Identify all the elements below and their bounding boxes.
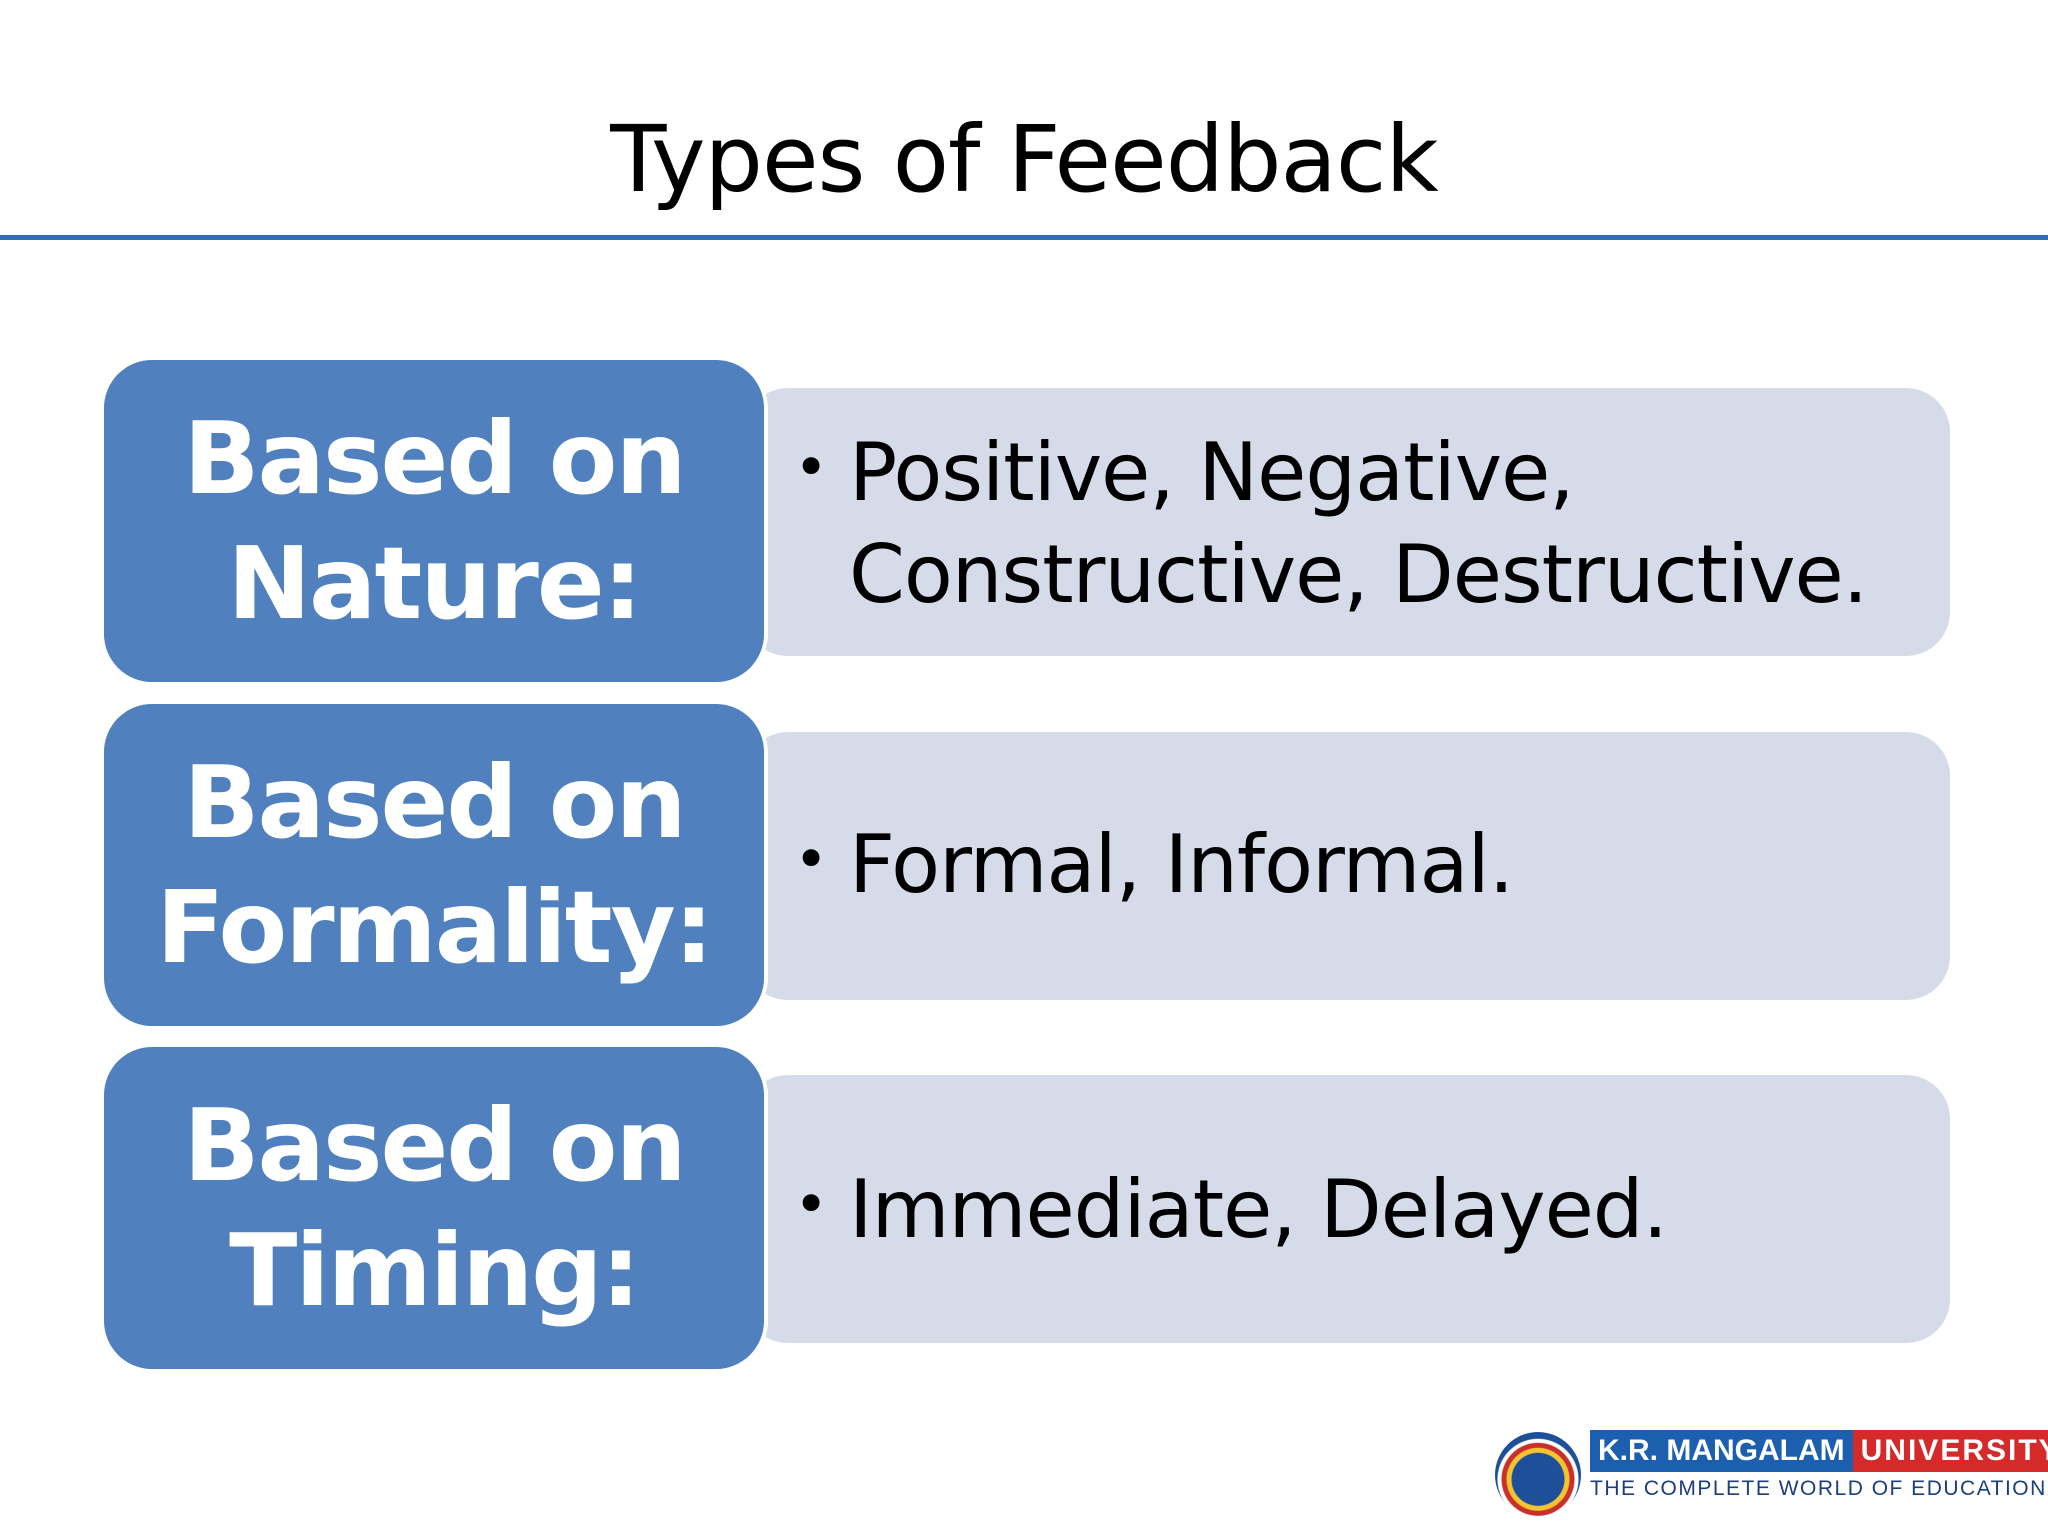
category-label-line2: Formality: (156, 869, 714, 986)
bullet-text: Formal, Informal. (849, 818, 1514, 911)
category-label: Based on Nature: (114, 396, 754, 646)
logo-name: K.R. MANGALAM UNIVERSITY (1590, 1430, 2048, 1472)
logo-name-part1: K.R. MANGALAM (1590, 1430, 1853, 1472)
slide-title: Types of Feedback (610, 106, 1439, 213)
logo-tagline: THE COMPLETE WORLD OF EDUCATION (1590, 1477, 2047, 1500)
bullet-icon: • (794, 433, 829, 501)
category-label-line1: Based on (183, 744, 686, 861)
logo-name-part2: UNIVERSITY (1852, 1430, 2048, 1472)
bullet-text: Immediate, Delayed. (849, 1163, 1668, 1256)
category-label-box: Based on Nature: (104, 360, 764, 682)
feedback-row-formality: Based on Formality: • Formal, Informal. (104, 704, 1950, 1026)
university-logo: K.R. MANGALAM UNIVERSITY THE COMPLETE WO… (1495, 1430, 2048, 1522)
title-divider (0, 235, 2048, 240)
university-seal-icon (1495, 1432, 1581, 1518)
logo-wordmark: K.R. MANGALAM UNIVERSITY THE COMPLETE WO… (1590, 1430, 2048, 1522)
bullet-item: • Immediate, Delayed. (794, 1159, 1949, 1261)
content-panel (744, 732, 1950, 1000)
bullet-text: Positive, Negative, Constructive, Destru… (849, 426, 1868, 621)
feedback-row-nature: Based on Nature: • Positive, Negative, C… (104, 360, 1950, 682)
category-label-line1: Based on (183, 400, 686, 517)
category-label-line2: Timing: (229, 1212, 641, 1329)
content-panel (744, 388, 1950, 656)
feedback-row-timing: Based on Timing: • Immediate, Delayed. (104, 1047, 1950, 1369)
category-label-box: Based on Formality: (104, 704, 764, 1026)
category-label: Based on Timing: (114, 1083, 754, 1333)
bullet-item: • Positive, Negative, Constructive, Dest… (794, 422, 1949, 626)
bullet-icon: • (794, 825, 829, 893)
bullet-icon: • (794, 1170, 829, 1238)
bullet-item: • Formal, Informal. (794, 814, 1949, 916)
category-label-box: Based on Timing: (104, 1047, 764, 1369)
content-panel (744, 1075, 1950, 1343)
category-label-line2: Nature: (227, 525, 642, 642)
category-label-line1: Based on (183, 1087, 686, 1204)
category-label: Based on Formality: (114, 740, 754, 990)
